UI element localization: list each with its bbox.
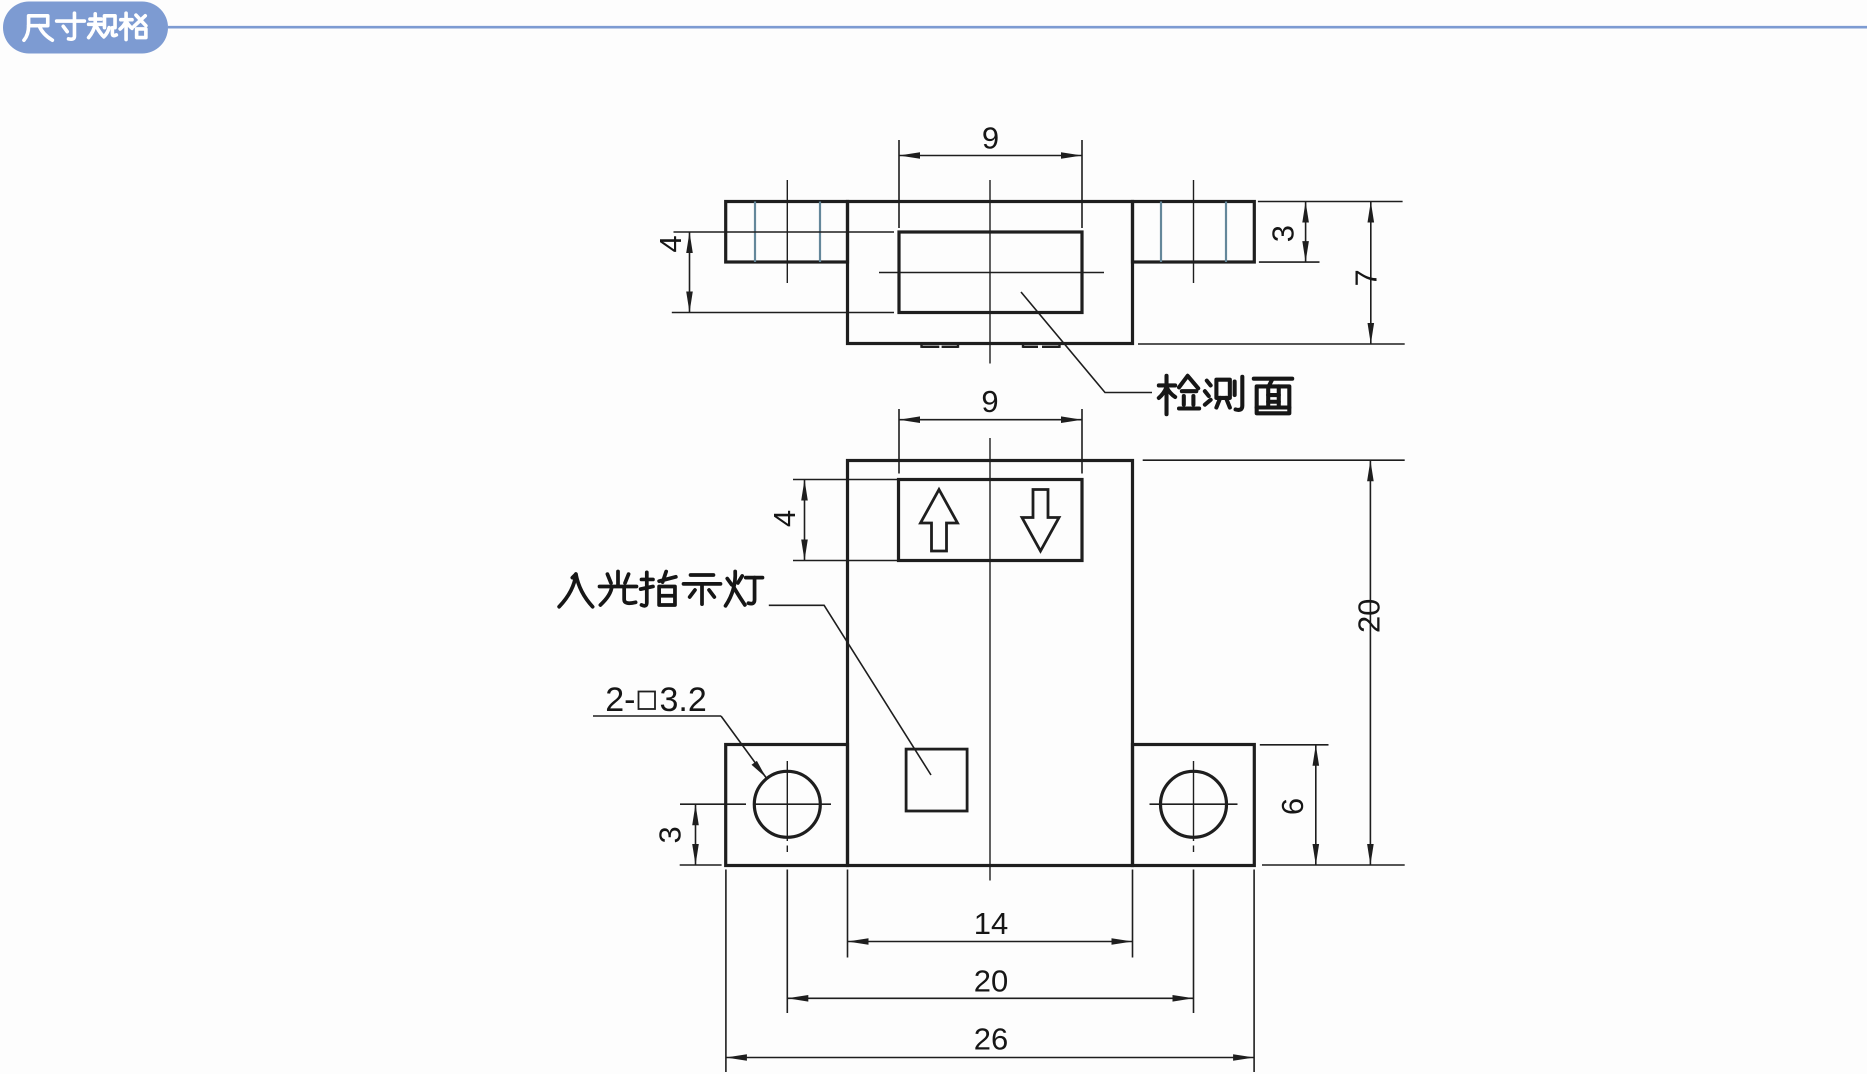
svg-text:3: 3 [653, 826, 688, 843]
svg-text:4: 4 [767, 510, 802, 527]
svg-text:4: 4 [653, 235, 688, 252]
svg-text:3.2: 3.2 [660, 681, 707, 719]
svg-text:3: 3 [1266, 225, 1301, 242]
svg-text:9: 9 [982, 121, 999, 156]
svg-text:6: 6 [1275, 798, 1310, 815]
svg-text:7: 7 [1349, 269, 1384, 286]
svg-text:20: 20 [1352, 599, 1387, 633]
svg-text:14: 14 [974, 906, 1008, 941]
svg-text:2-: 2- [605, 681, 635, 719]
svg-text:9: 9 [981, 384, 998, 419]
svg-text:26: 26 [974, 1022, 1008, 1057]
svg-text:20: 20 [974, 964, 1008, 999]
